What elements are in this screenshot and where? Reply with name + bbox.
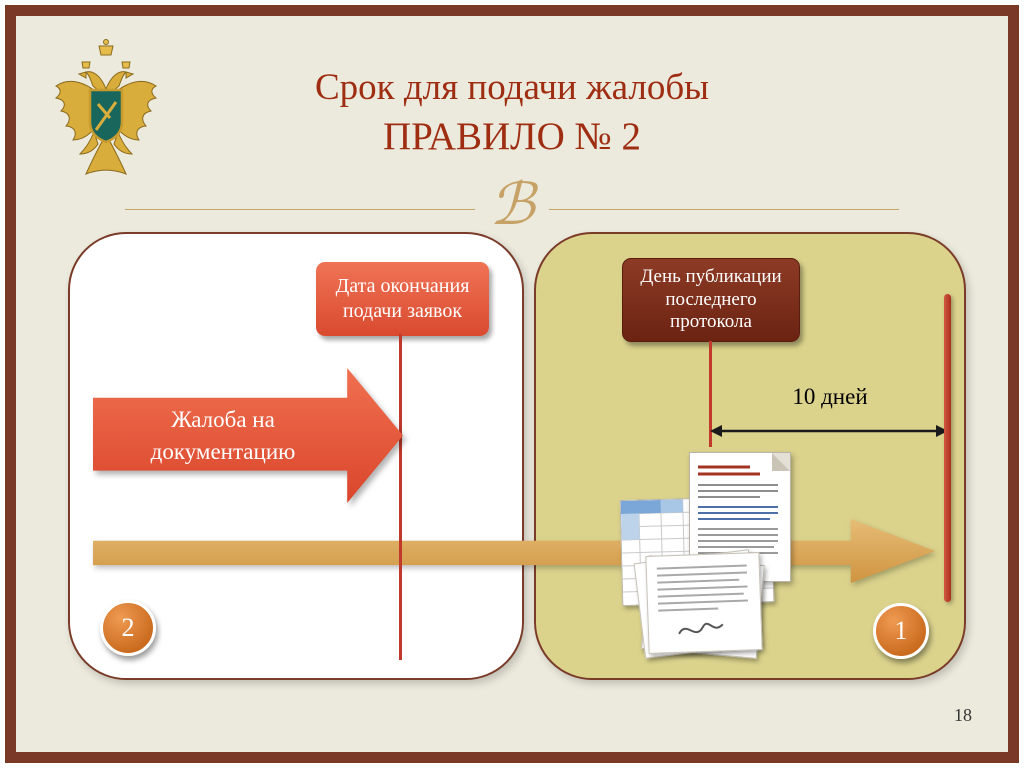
signed-paper-icon	[645, 552, 763, 654]
documents-illustration	[615, 448, 815, 663]
ornament-divider: ℬ	[125, 172, 900, 240]
publication-callout: День публикации последнего протокола	[622, 258, 800, 342]
slide-title: Срок для подачи жалобы ПРАВИЛО № 2	[0, 64, 1024, 163]
divider-line-left	[125, 208, 476, 210]
double-headed-eagle-icon	[54, 39, 158, 175]
step-badge-1: 1	[873, 603, 929, 659]
double-headed-arrow-icon	[710, 425, 948, 437]
page-number: 18	[954, 705, 972, 725]
signed-paper-lines	[656, 564, 748, 635]
complaint-arrow-label: Жалоба на документацию	[150, 407, 296, 464]
duration-measure-arrow	[710, 421, 948, 441]
publication-marker-line	[709, 341, 712, 447]
fas-coat-of-arms-icon	[46, 34, 166, 189]
flourish-ornament-icon: ℬ	[489, 172, 535, 237]
deadline-marker-line	[399, 334, 402, 660]
deadline-callout: Дата окончания подачи заявок	[316, 262, 489, 336]
duration-label: 10 дней	[792, 384, 868, 409]
complaint-arrow: Жалоба на документацию	[93, 368, 403, 503]
divider-line-right	[548, 208, 900, 210]
end-marker-bar	[944, 294, 951, 602]
timeline-arrow	[93, 519, 935, 583]
title-line-2: ПРАВИЛО № 2	[382, 115, 642, 159]
signature-squiggle	[678, 622, 724, 635]
title-line-1: Срок для подачи жалобы	[314, 67, 710, 108]
step-badge-2: 2	[100, 600, 156, 656]
